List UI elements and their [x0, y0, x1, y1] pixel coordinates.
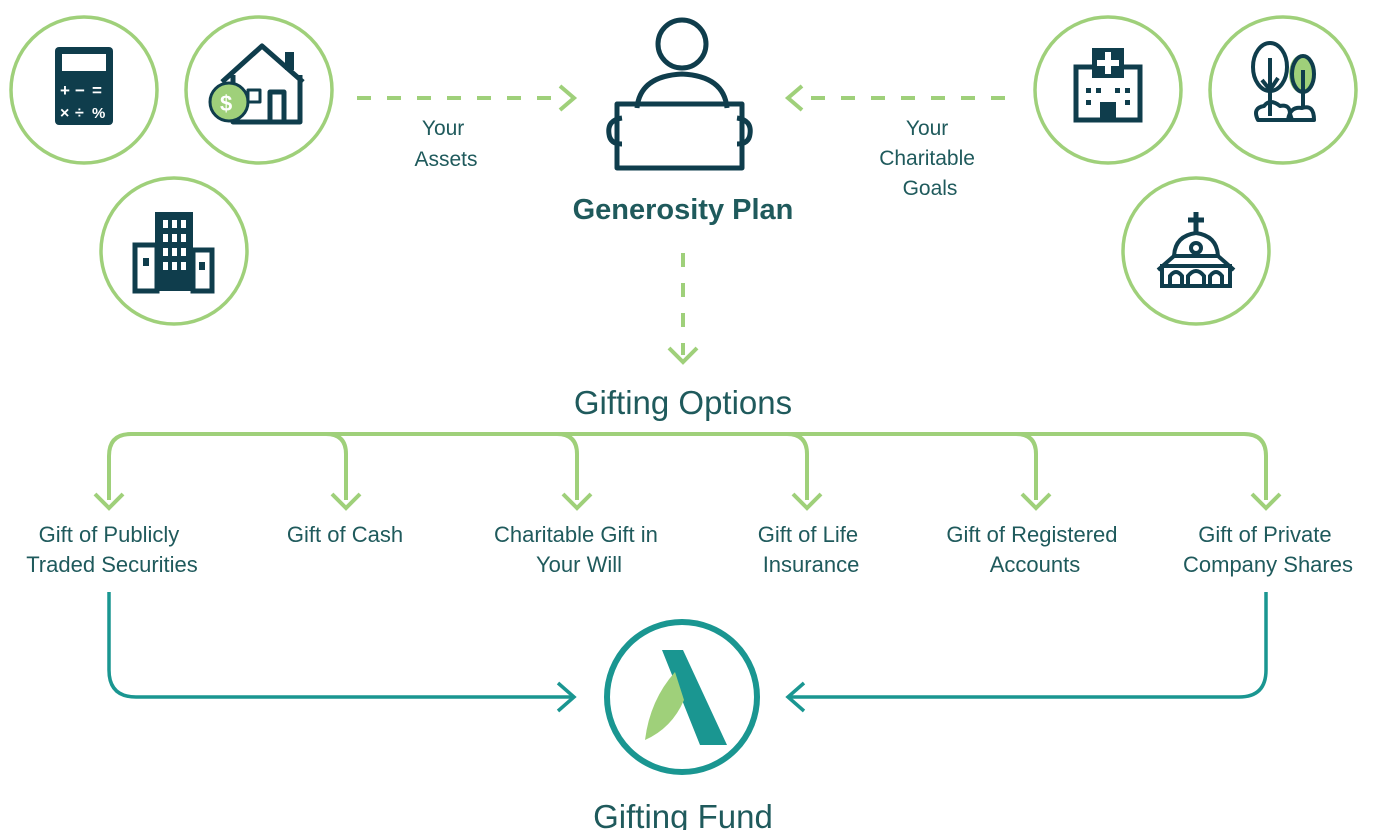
arrowhead-will — [561, 492, 593, 511]
fund-title: Gifting Fund — [593, 798, 773, 830]
trees-circle — [1208, 15, 1358, 165]
option-will: Charitable Gift in Your Will — [494, 522, 664, 577]
bracket-drop-will — [556, 432, 579, 500]
options-bracket — [107, 432, 1268, 490]
goals-label-line-1: Your — [906, 117, 948, 140]
goals-label-line-2: Charitable — [879, 147, 975, 170]
arrowhead-cash — [330, 492, 362, 511]
hospital-circle — [1033, 15, 1183, 165]
lambda-leaf-logo — [645, 650, 727, 745]
bracket-drop-registered — [1015, 432, 1038, 500]
arrowhead-registered — [1020, 492, 1052, 511]
person-holding-sign-icon — [606, 17, 753, 171]
svg-text:−: − — [75, 81, 85, 100]
bracket-drop-life — [786, 432, 809, 500]
svg-text:=: = — [92, 81, 102, 100]
arrowhead-securities — [93, 492, 125, 511]
church-icon — [1156, 212, 1236, 288]
option-cash: Gift of Cash — [287, 522, 403, 547]
option-securities-line-1: Gift of Publicly — [39, 522, 180, 547]
goals-label-line-3: Goals — [903, 177, 958, 200]
assets-label-line-1: Your — [422, 117, 464, 140]
svg-text:$: $ — [220, 91, 232, 116]
plan-title: Generosity Plan — [573, 194, 794, 226]
option-life-line-1: Gift of Life — [758, 522, 858, 547]
right-fund-arrowhead — [785, 681, 806, 713]
calculator-icon: + − = × ÷ % — [55, 47, 113, 125]
church-circle — [1121, 176, 1271, 326]
building-circle — [99, 176, 249, 326]
calculator-circle — [9, 15, 159, 165]
arrowhead-private — [1250, 492, 1282, 511]
svg-text:%: % — [92, 105, 105, 122]
private-to-fund-line — [790, 592, 1268, 699]
option-will-line-2: Your Will — [536, 552, 622, 577]
option-private: Gift of Private Company Shares — [1183, 522, 1353, 577]
goals-label: Your Charitable Goals — [879, 117, 981, 200]
house-dollar-icon: $ — [208, 43, 305, 125]
option-private-line-1: Gift of Private — [1198, 522, 1331, 547]
option-securities-line-2: Traded Securities — [26, 552, 198, 577]
option-private-line-2: Company Shares — [1183, 552, 1353, 577]
goals-arrowhead — [784, 84, 804, 112]
hospital-icon — [1073, 48, 1143, 123]
option-life: Gift of Life Insurance — [758, 522, 864, 577]
assets-arrowhead — [558, 84, 578, 112]
assets-label-line-2: Assets — [414, 148, 477, 171]
house-circle — [184, 15, 334, 165]
assets-label: Your Assets — [414, 117, 477, 171]
option-registered: Gift of Registered Accounts — [946, 522, 1123, 577]
trees-icon — [1251, 41, 1316, 122]
option-will-line-1: Charitable Gift in — [494, 522, 658, 547]
option-arrowheads — [93, 492, 1282, 511]
option-cash-line-1: Gift of Cash — [287, 522, 403, 547]
fund-logo-ring — [604, 619, 760, 775]
svg-text:×: × — [60, 105, 69, 122]
options-title: Gifting Options — [574, 384, 792, 421]
option-life-line-2: Insurance — [763, 552, 860, 577]
option-registered-line-2: Accounts — [990, 552, 1081, 577]
bracket-drop-cash — [325, 432, 348, 500]
option-securities: Gift of Publicly Traded Securities — [26, 522, 198, 577]
plan-arrowhead — [667, 346, 699, 365]
option-registered-line-1: Gift of Registered — [946, 522, 1117, 547]
svg-text:÷: ÷ — [75, 105, 84, 122]
left-fund-arrowhead — [556, 681, 577, 713]
arrowhead-life — [791, 492, 823, 511]
svg-text:+: + — [60, 81, 70, 100]
securities-to-fund-line — [107, 592, 572, 699]
office-building-icon — [132, 212, 215, 294]
